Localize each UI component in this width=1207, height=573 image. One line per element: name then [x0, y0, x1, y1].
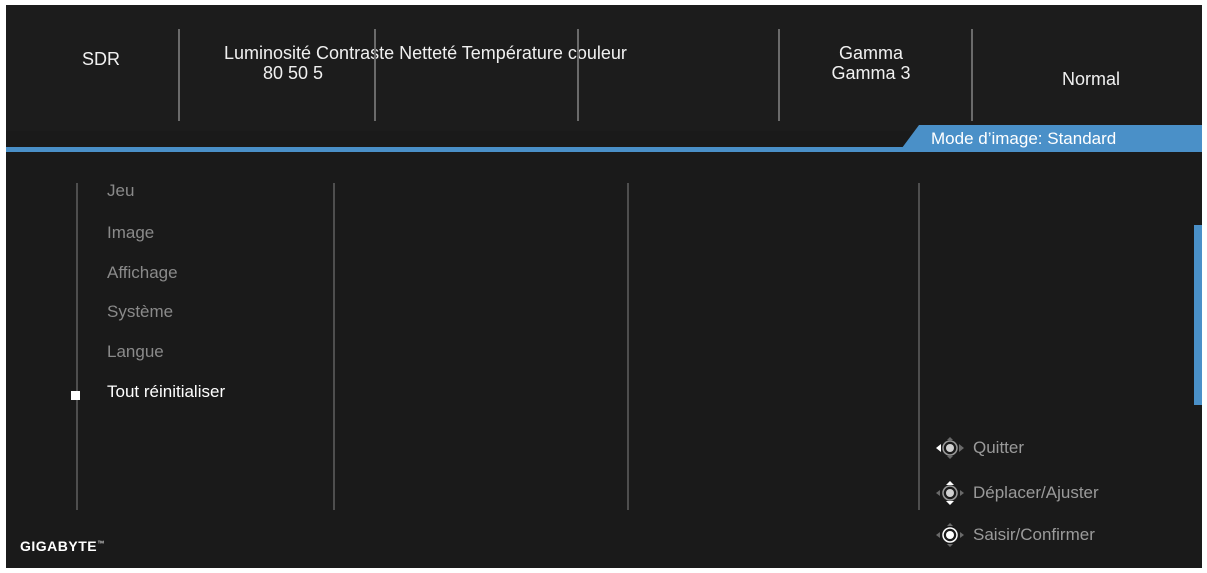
menu-item-tout-reinitialiser[interactable]: Tout réinitialiser [107, 382, 226, 401]
menu-item-langue[interactable]: Langue [107, 342, 164, 361]
menu-item-affichage[interactable]: Affichage [107, 263, 178, 282]
picture-mode-tab: Mode d’image: Standard [899, 125, 1202, 152]
accent-divider [6, 147, 1202, 152]
hint-quitter-label: Quitter [973, 438, 1025, 457]
column-divider [76, 183, 78, 510]
picture-settings-labels: Luminosité Contraste Netteté Température… [224, 43, 627, 63]
picture-settings-values: 80 50 5 [263, 63, 324, 83]
joystick-press-icon [936, 523, 964, 547]
header-divider [971, 29, 973, 121]
column-divider [627, 183, 629, 510]
joystick-updown-icon [936, 481, 964, 505]
scroll-indicator [1194, 225, 1202, 405]
header-divider [577, 29, 579, 121]
header-divider [374, 29, 376, 121]
gamma-summary: Gamma Gamma 3 [806, 43, 936, 83]
normal-label: Normal [1061, 69, 1120, 89]
hint-deplacer-label: Déplacer/Ajuster [973, 483, 1099, 502]
column-divider [333, 183, 335, 510]
gigabyte-logo: GIGABYTE™ [20, 538, 105, 554]
column-divider [918, 183, 920, 510]
picture-mode-label: Mode d’image: Standard [931, 129, 1117, 148]
hint-saisir-label: Saisir/Confirmer [973, 525, 1095, 544]
status-header: SDR Luminosité Contraste Netteté Tempéra… [6, 5, 1202, 131]
picture-settings-summary: Luminosité Contraste Netteté Température… [206, 43, 786, 83]
gamma-value: Gamma 3 [831, 63, 911, 83]
menu-item-image[interactable]: Image [107, 223, 155, 242]
gamma-title: Gamma [838, 43, 903, 63]
menu-item-jeu[interactable]: Jeu [107, 181, 135, 200]
joystick-left-icon [936, 437, 964, 459]
logo-text: GIGABYTE [20, 538, 98, 554]
osd-menu: SDR Luminosité Contraste Netteté Tempéra… [6, 5, 1202, 568]
menu-item-systeme[interactable]: Système [107, 302, 174, 321]
sdr-label: SDR [81, 49, 120, 69]
header-divider [778, 29, 780, 121]
header-divider [178, 29, 180, 121]
selection-marker [71, 391, 80, 400]
mode-tab-shape [899, 125, 1202, 152]
logo-trademark: ™ [97, 540, 105, 548]
